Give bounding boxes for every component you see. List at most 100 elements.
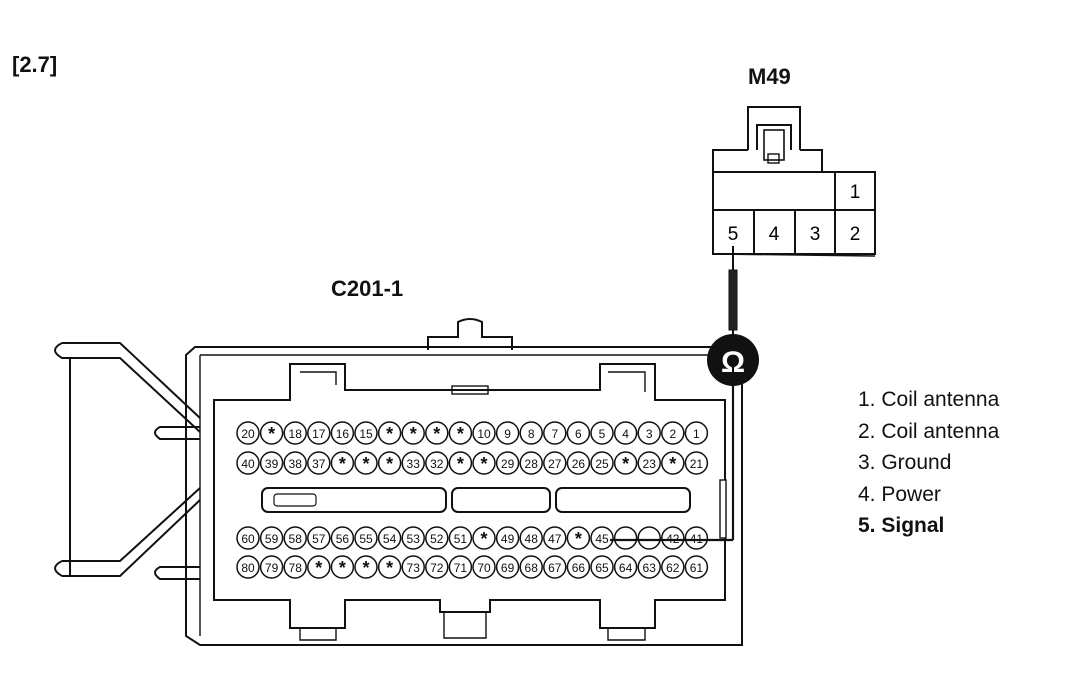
- c201-pin-label: 60: [241, 532, 255, 546]
- c201-pin-circle: [401, 526, 425, 550]
- c201-pin-label: 7: [551, 427, 558, 441]
- c201-pin-label: *: [622, 454, 629, 474]
- c201-pin-label: 59: [265, 532, 279, 546]
- c201-pin-label: 56: [336, 532, 350, 546]
- c201-pin-circle: [590, 555, 614, 579]
- c201-pin-label: 63: [643, 561, 657, 575]
- c201-pin-label: *: [315, 558, 322, 578]
- c201-pin-circle: [354, 555, 378, 579]
- c201-pin-label: 1: [693, 427, 700, 441]
- c201-pin-circle: [259, 451, 284, 475]
- c201-pin-circle: [519, 421, 543, 445]
- c201-pin-circle: [283, 555, 307, 579]
- probe-lead-c201: [610, 385, 735, 542]
- c201-pin-circle: [661, 526, 685, 550]
- c201-pin-label: 71: [454, 561, 468, 575]
- c201-pin-label: *: [386, 424, 393, 444]
- c201-pin-circle: [684, 555, 709, 579]
- c201-pin-circle: [377, 526, 402, 550]
- c201-pin-circle: [495, 555, 520, 579]
- c201-pin-circle: [472, 421, 496, 445]
- c201-pin-circle: [259, 526, 284, 550]
- c201-pin-label: 70: [477, 561, 491, 575]
- c201-pin-circle: [236, 526, 260, 550]
- c201-pin-circle: [495, 421, 520, 445]
- probe-lead-m49: [728, 246, 738, 337]
- c201-pin-label: 6: [575, 427, 582, 441]
- c201-pin-label: 72: [430, 561, 444, 575]
- c201-pin-label: *: [410, 424, 417, 444]
- c201-pin-circle: [543, 451, 567, 475]
- c201-pin-label: 28: [525, 457, 539, 471]
- c201-pin-label: 52: [430, 532, 444, 546]
- c201-pin-label: *: [362, 558, 369, 578]
- legend-item-4: 4. Power: [858, 482, 941, 506]
- legend-item-2: 2. Coil antenna: [858, 419, 1000, 443]
- c201-pin-label: *: [339, 558, 346, 578]
- c201-pin-circle: [330, 555, 355, 579]
- c201-pin-label: 39: [265, 457, 279, 471]
- c201-pin-circle: [425, 421, 449, 445]
- c201-pin-circle: [566, 421, 591, 445]
- c201-pin-circle: [661, 555, 685, 579]
- c201-pin-circle: [637, 526, 661, 550]
- c201-pin-label: 58: [289, 532, 303, 546]
- c201-pin-label: 80: [241, 561, 255, 575]
- ohmmeter-symbol: Ω: [707, 334, 759, 386]
- c201-pin-circle: [330, 451, 355, 475]
- c201-pin-circle: [401, 555, 425, 579]
- c201-pin-circle: [472, 526, 496, 550]
- c201-pin-circle: [519, 451, 543, 475]
- c201-pin-label: 8: [528, 427, 535, 441]
- c201-pin-circle: [684, 526, 709, 550]
- c201-pin-label: 10: [477, 427, 491, 441]
- legend-item-3: 3. Ground: [858, 451, 952, 474]
- c201-connector: [54, 318, 743, 646]
- c201-pin-circle: [637, 421, 661, 445]
- c201-pin-label: 25: [595, 457, 609, 471]
- c201-pin-circle: [259, 421, 284, 445]
- c201-pin-label: *: [362, 454, 369, 474]
- c201-pin-circle: [613, 421, 638, 445]
- c201-pin-label: 17: [312, 427, 326, 441]
- c201-pin-label: 33: [407, 457, 421, 471]
- c201-pin-label: *: [339, 454, 346, 474]
- c201-pin-label: 38: [289, 457, 303, 471]
- c201-pin-label: *: [480, 454, 487, 474]
- c201-pin-circle: [448, 451, 473, 475]
- c201-pin-label: 37: [312, 457, 326, 471]
- c201-pin-label: 79: [265, 561, 279, 575]
- c201-pin-circle: [307, 421, 331, 445]
- c201-pin-circle: [377, 555, 402, 579]
- m49-pin-2: 2: [850, 224, 861, 245]
- reference-label: [2.7]: [12, 52, 58, 77]
- c201-pin-circle: [684, 451, 709, 475]
- c201-pin-label: *: [457, 454, 464, 474]
- c201-pin-label: 62: [666, 561, 680, 575]
- c201-pin-circle: [495, 451, 520, 475]
- c201-pin-circle: [661, 421, 685, 445]
- c201-pin-label: 18: [289, 427, 303, 441]
- c201-pin-circle: [661, 451, 685, 475]
- c201-pin-circle: [566, 526, 591, 550]
- m49-pin-3: 3: [810, 224, 821, 245]
- c201-pin-circle: [543, 526, 567, 550]
- c201-pin-label: 3: [646, 427, 653, 441]
- c201-pin-circle: [425, 526, 449, 550]
- c201-pin-label: *: [386, 558, 393, 578]
- c201-pin-label: *: [457, 424, 464, 444]
- c201-pin-circle: [495, 526, 520, 550]
- c201-pin-label: 61: [690, 561, 704, 575]
- c201-pin-circle: [307, 555, 331, 579]
- c201-pin-circle: [543, 421, 567, 445]
- c201-pin-circle: [613, 451, 638, 475]
- c201-pin-circle: [543, 555, 567, 579]
- connector-m49-label: M49: [748, 64, 791, 89]
- c201-pin-circle: [425, 555, 449, 579]
- c201-pin-circle: [590, 451, 614, 475]
- c201-pin-label: 57: [312, 532, 326, 546]
- c201-pin-label: 20: [241, 427, 255, 441]
- m49-pin-5: 5: [728, 224, 739, 245]
- c201-pin-circle: [377, 421, 402, 445]
